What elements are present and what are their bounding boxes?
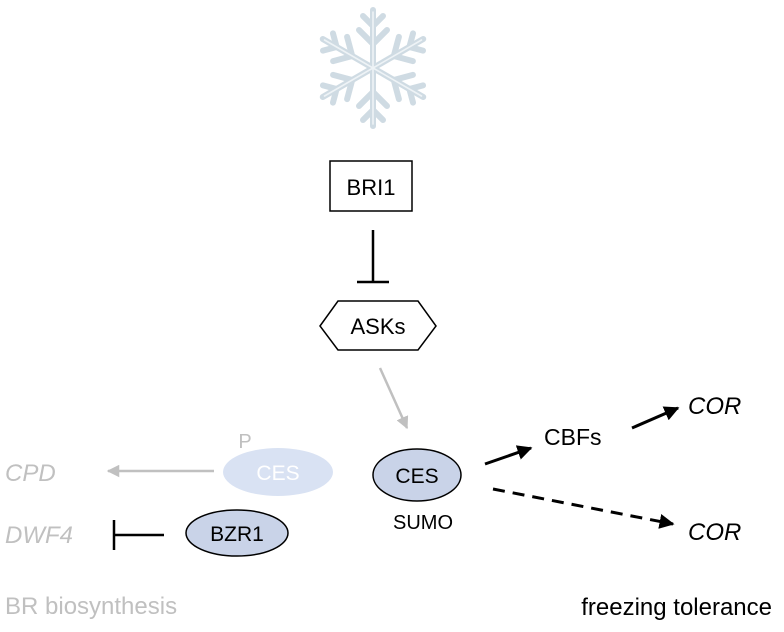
bri1-label: BRI1 <box>347 175 396 200</box>
ces-sumo-ellipse <box>372 448 462 502</box>
br-biosynthesis-label: BR biosynthesis <box>5 593 177 620</box>
asks-hexagon <box>319 300 437 351</box>
bzr1-label: BZR1 <box>210 523 264 546</box>
cbfs-to-cor-arrow <box>631 406 680 430</box>
phospho-mark: P <box>238 431 251 453</box>
freezing-tolerance-label: freezing tolerance <box>581 594 772 621</box>
dwf4-label: DWF4 <box>5 522 73 549</box>
bzr1-ellipse <box>185 509 289 557</box>
sumo-mark: SUMO <box>393 512 453 534</box>
ces-to-cor-dashed-arrow <box>492 487 675 529</box>
ces-phospho-ellipse <box>223 448 333 496</box>
ces-to-cbfs-arrow <box>484 445 533 466</box>
asks-to-ces-arrow <box>378 367 409 430</box>
cbfs-label: CBFs <box>544 424 602 450</box>
bri1-box <box>329 160 413 212</box>
cor-top-label: COR <box>688 393 741 420</box>
cpd-label: CPD <box>5 460 56 487</box>
ces-sumo-label: CES <box>395 465 438 488</box>
ces-phospho-label: CES <box>256 462 299 485</box>
snowflake-icon <box>316 7 430 126</box>
asks-label: ASKs <box>350 314 405 339</box>
cor-bottom-label: COR <box>688 519 741 546</box>
